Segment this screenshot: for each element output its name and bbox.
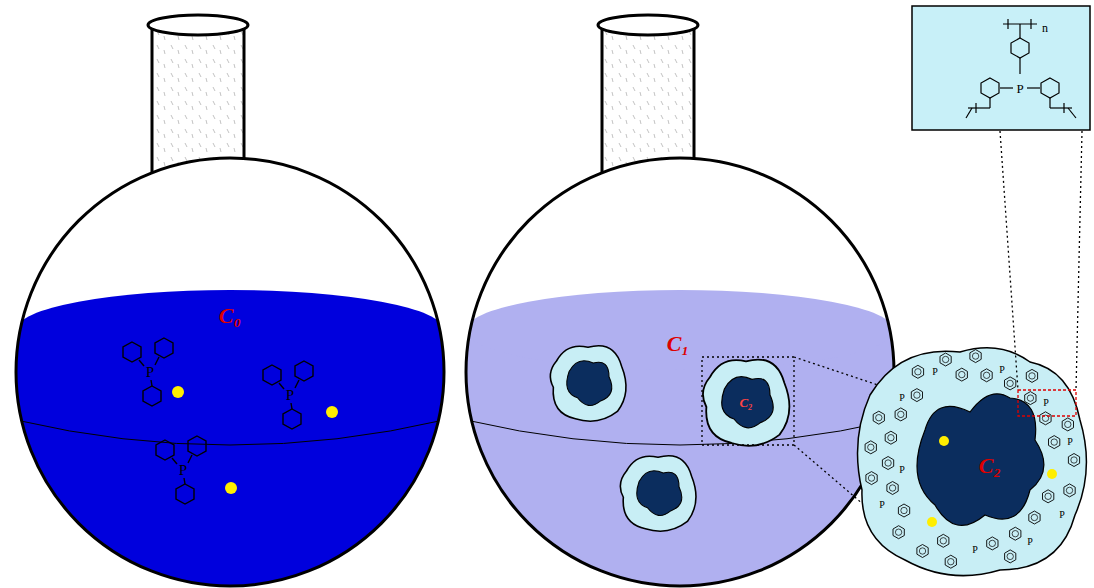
aromatic-circle (1029, 373, 1035, 379)
benzene-ring (938, 534, 949, 547)
left-flask (0, 15, 460, 588)
benzene-ring (956, 368, 967, 381)
benzene-ring (1005, 377, 1016, 390)
phosphorus-atom: P (972, 545, 978, 555)
benzene-ring (895, 408, 906, 421)
benzene-ring (981, 369, 992, 382)
aromatic-circle (1066, 487, 1072, 493)
aromatic-circle (942, 356, 948, 362)
benzene-ring (865, 441, 876, 454)
phosphorus-atom: P (179, 463, 187, 478)
benzene-ring (1064, 484, 1075, 497)
phosphorus-atom: P (879, 500, 885, 510)
benzene-ring (1049, 436, 1060, 449)
aromatic-circle (868, 475, 874, 481)
benzene-ring (970, 350, 981, 363)
aromatic-circle (915, 369, 921, 375)
aromatic-circle (888, 435, 894, 441)
benzene-ring (1026, 369, 1037, 382)
benzene-ring (1062, 418, 1073, 431)
benzene-ring (940, 353, 951, 366)
benzene-ring (945, 555, 956, 568)
benzene-ring (1010, 527, 1021, 540)
benzene-ring (1040, 412, 1051, 425)
phosphorus-atom: P (1043, 398, 1049, 408)
aromatic-circle (1051, 439, 1057, 445)
aromatic-circle (1031, 514, 1037, 520)
aromatic-circle (895, 529, 901, 535)
repeat-index: n (1042, 22, 1048, 34)
aromatic-circle (1007, 553, 1013, 559)
aromatic-circle (885, 460, 891, 466)
phosphorus-atom: P (1027, 537, 1033, 547)
benzene-ring (882, 457, 893, 470)
benzene-ring (912, 365, 923, 378)
right-flask (450, 15, 910, 588)
benzene-ring (866, 472, 877, 485)
benzene-ring (887, 482, 898, 495)
zoomed-bead (858, 131, 1087, 576)
aromatic-circle (1071, 457, 1077, 463)
phosphorus-atom: P (146, 365, 154, 380)
aromatic-circle (989, 540, 995, 546)
concentration-label: C₁ (667, 333, 689, 355)
concentration-label: C₂ (739, 396, 752, 409)
phosphorus-atom: P (1059, 510, 1065, 520)
aromatic-circle (898, 411, 904, 417)
phosphorus-atom: P (1016, 82, 1023, 95)
aromatic-circle (901, 507, 907, 513)
benzene-ring (917, 545, 928, 558)
phosphorus-atom: P (899, 393, 905, 403)
aromatic-circle (1012, 531, 1018, 537)
aromatic-circle (959, 371, 965, 377)
phosphorus-atom: P (999, 365, 1005, 375)
aromatic-circle (868, 444, 874, 450)
benzene-ring (1068, 454, 1079, 467)
aromatic-circle (1007, 380, 1013, 386)
benzene-ring (898, 504, 909, 517)
aromatic-circle (919, 548, 925, 554)
benzene-ring (893, 526, 904, 539)
phosphorus-atom: P (899, 465, 905, 475)
benzene-ring (1043, 490, 1054, 503)
phosphorus-atom: P (1067, 437, 1073, 447)
phosphorus-atom: P (286, 388, 294, 403)
benzene-ring (1025, 392, 1036, 405)
aromatic-circle (1027, 395, 1033, 401)
aromatic-circle (948, 559, 954, 565)
benzene-ring (885, 431, 896, 444)
concentration-label: C₂ (979, 455, 1001, 477)
aromatic-circle (914, 392, 920, 398)
phosphorus-atom: P (932, 367, 938, 377)
polymer-inset (912, 6, 1090, 130)
benzene-ring (911, 389, 922, 402)
benzene-ring (1005, 550, 1016, 563)
aromatic-circle (889, 485, 895, 491)
concentration-label: C₀ (219, 305, 241, 327)
benzene-ring (873, 411, 884, 424)
aromatic-circle (940, 538, 946, 544)
aromatic-circle (983, 372, 989, 378)
aromatic-circle (1065, 421, 1071, 427)
benzene-ring (987, 537, 998, 550)
aromatic-circle (972, 353, 978, 359)
aromatic-circle (876, 415, 882, 421)
aromatic-circle (1045, 493, 1051, 499)
benzene-ring (1029, 511, 1040, 524)
